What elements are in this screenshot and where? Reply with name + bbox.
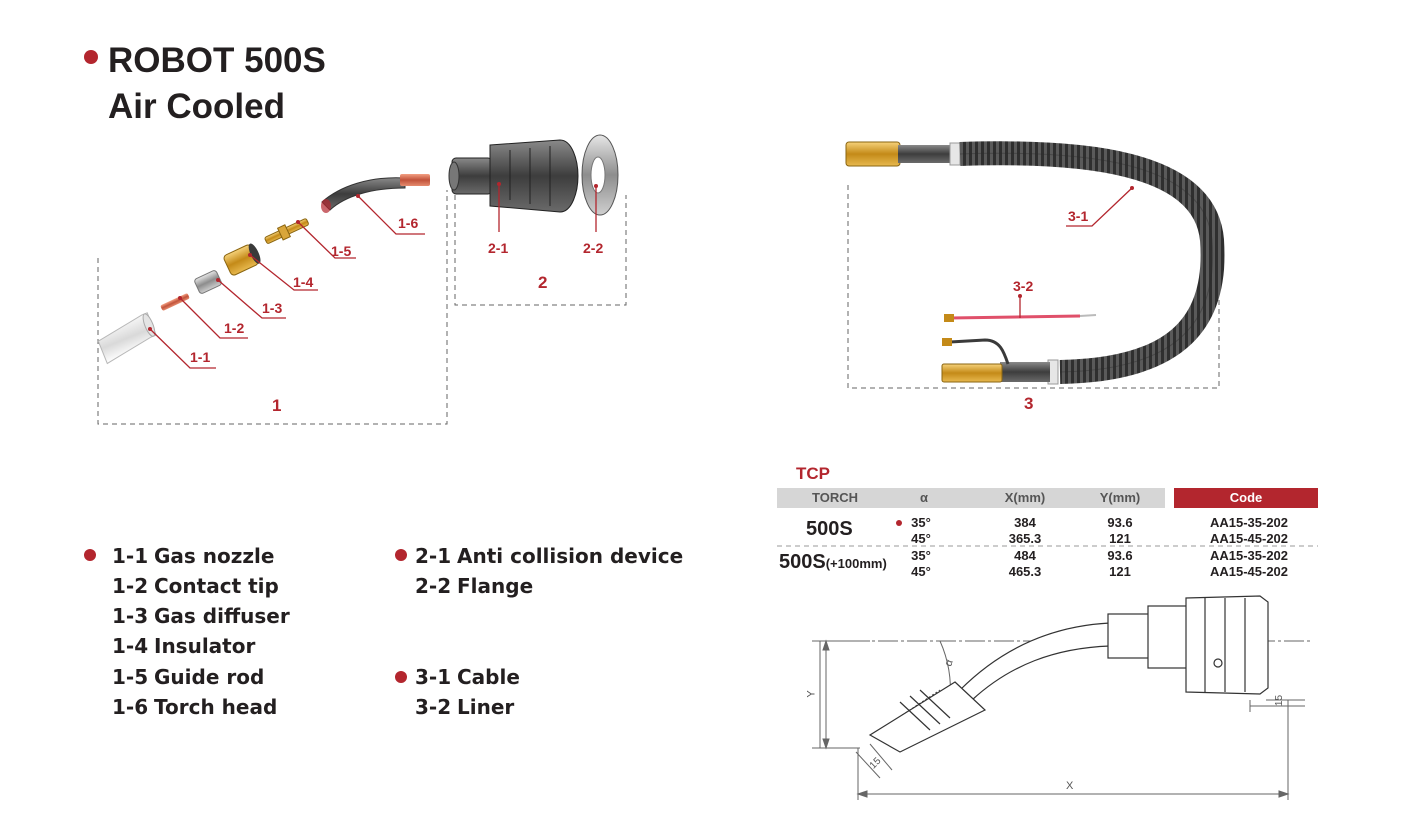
dim-y-label: Y (805, 690, 818, 698)
callout-1-3: 1-3 (262, 300, 283, 316)
alpha-value: 45° (911, 564, 931, 579)
group-label-1: 1 (272, 396, 282, 415)
title-line-1: ROBOT 500S (108, 41, 326, 80)
callout-3-1: 3-1 (1068, 208, 1089, 224)
torch-name: 500S (806, 518, 853, 540)
y-value: 93.6 (1107, 515, 1133, 530)
col-header-code: Code (1229, 490, 1263, 505)
code-value: AA15-45-202 (1209, 564, 1289, 579)
col-header-torch: TORCH (812, 490, 858, 505)
callout-2-2: 2-2 (583, 240, 604, 256)
x-value: 384 (1014, 515, 1036, 530)
x-value: 484 (1014, 548, 1036, 563)
dim-15-flange: 15 (1274, 694, 1286, 707)
x-value: 465.3 (1008, 564, 1042, 579)
y-value: 93.6 (1107, 548, 1133, 563)
legend-bullet-group2 (395, 549, 407, 561)
callout-1-4: 1-4 (293, 274, 314, 290)
alpha-value: 35° (911, 515, 931, 530)
legend-bullet-group1 (84, 549, 96, 561)
dim-x-label: X (1066, 780, 1074, 792)
col-header-y: Y(mm) (1099, 490, 1141, 505)
tcp-header-bar (777, 488, 1165, 508)
legend-bullet-group3 (395, 671, 407, 683)
y-value: 121 (1109, 531, 1131, 546)
alpha-value: 35° (911, 548, 931, 563)
alpha-bullet (896, 520, 902, 526)
page-title: ROBOT 500S Air Cooled (108, 38, 326, 130)
callout-1-6: 1-6 (398, 215, 419, 231)
code-value: AA15-35-202 (1209, 548, 1289, 563)
code-value: AA15-35-202 (1209, 515, 1289, 530)
callout-3-2: 3-2 (1013, 278, 1034, 294)
callout-1-5: 1-5 (331, 243, 352, 259)
tcp-code-header-bar (1174, 488, 1318, 508)
alpha-value: 45° (911, 531, 931, 546)
gas-nozzle-part (97, 312, 157, 365)
code-value: AA15-45-202 (1209, 531, 1289, 546)
callout-1-2: 1-2 (224, 320, 245, 336)
x-value: 365.3 (1008, 531, 1042, 546)
group-label-3: 3 (1024, 394, 1034, 413)
callout-1-1: 1-1 (190, 349, 211, 365)
col-header-x: X(mm) (1004, 490, 1046, 505)
title-line-2: Air Cooled (108, 87, 285, 126)
group-label-2: 2 (538, 273, 548, 292)
tcp-title: TCP (796, 464, 830, 483)
callout-2-1: 2-1 (488, 240, 509, 256)
col-header-alpha: α (920, 490, 928, 505)
title-bullet (84, 50, 98, 64)
torch-name: 500S(+100mm) (779, 551, 887, 573)
y-value: 121 (1109, 564, 1131, 579)
